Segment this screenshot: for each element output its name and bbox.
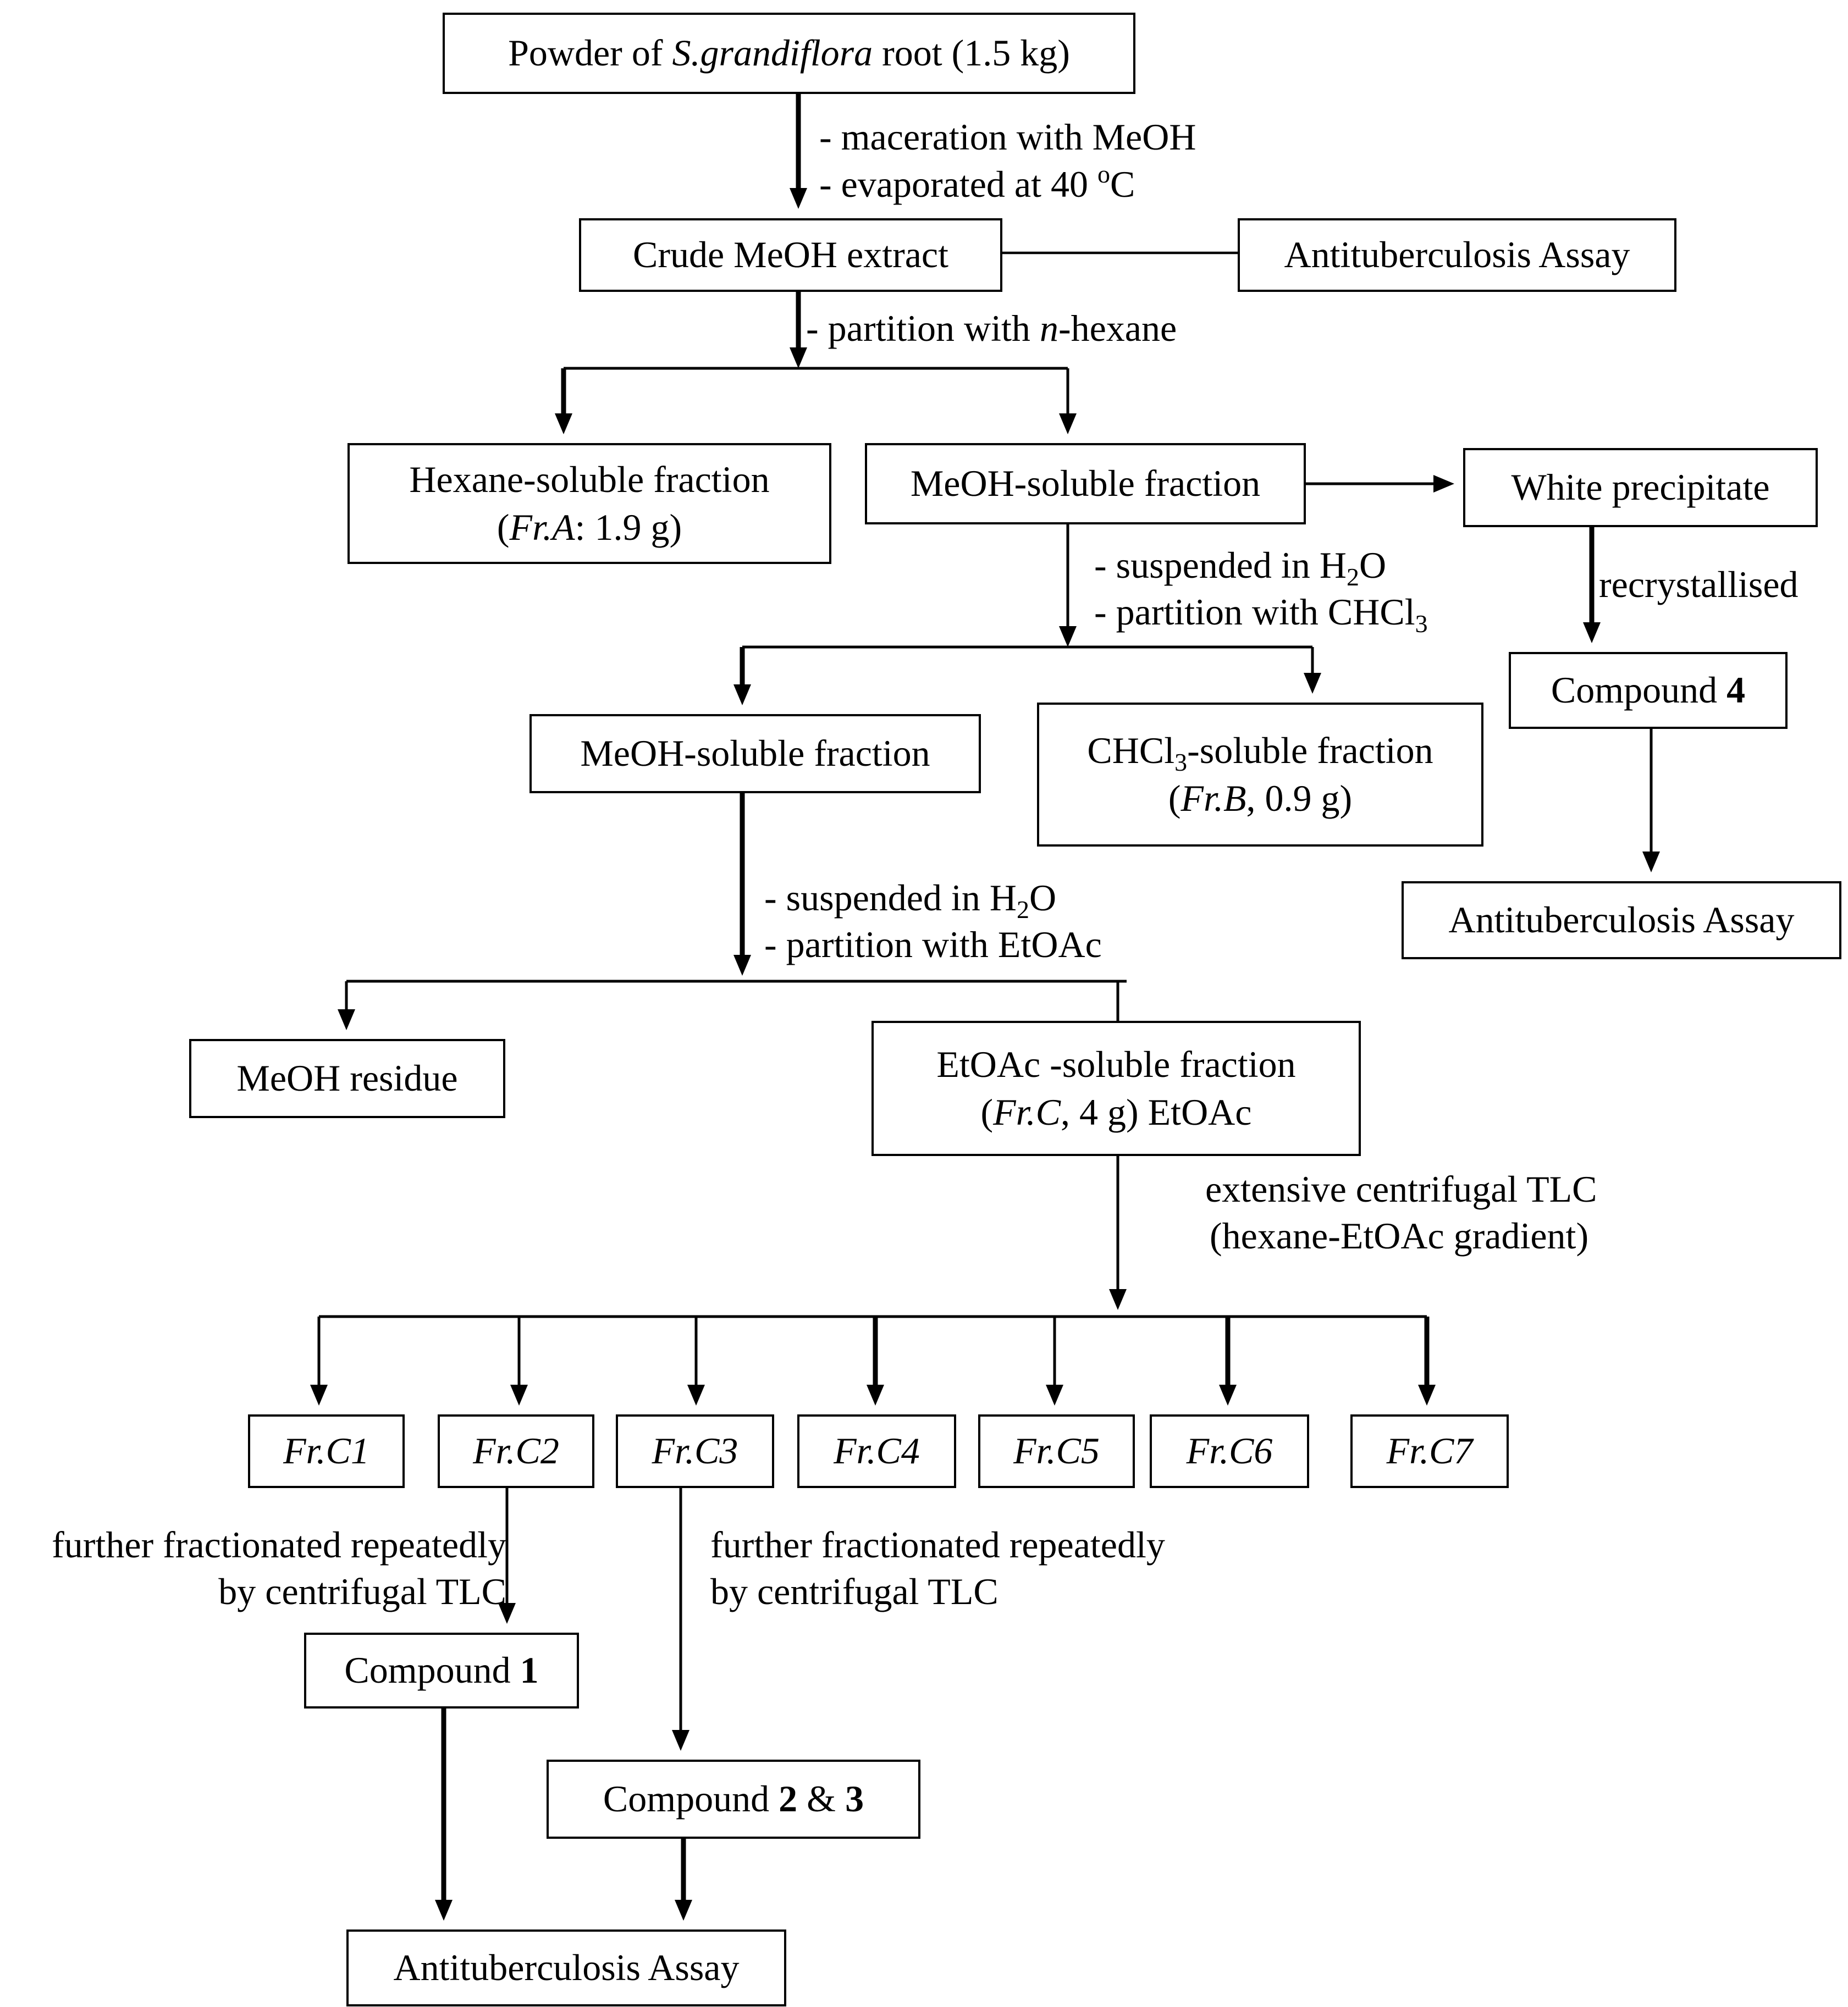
arrow-powder-to-extract-head [790, 188, 807, 209]
arrow-to-c6-head [1219, 1385, 1237, 1406]
step-partition-hexane: - partition with n-hexane [806, 307, 1177, 349]
subfraction-c1-box: Fr.C1 [248, 1414, 405, 1488]
white-precipitate-label: White precipitate [1511, 466, 1770, 508]
arrow-to-c5-head [1046, 1385, 1063, 1406]
meoh-fraction-2-label: MeOH-soluble fraction [580, 732, 930, 775]
etoac-fraction-line1: EtOAc -soluble fraction [936, 1043, 1296, 1085]
arrow-compound-4-to-assay-head [1642, 852, 1660, 872]
step-suspended-1: - suspended in H2O [1094, 544, 1387, 591]
subfraction-c4-box: Fr.C4 [797, 1414, 956, 1488]
compound-2-3-label: Compound 2 & 3 [603, 1778, 864, 1820]
meoh-residue-label: MeOH residue [236, 1057, 458, 1099]
arrow-to-c7-head [1418, 1385, 1436, 1406]
meoh-fraction-1-box: MeOH-soluble fraction [865, 443, 1306, 524]
step-suspended-2: - suspended in H2O [764, 877, 1057, 924]
crude-extract-label: Crude MeOH extract [632, 234, 948, 276]
step-further-right-2: by centrifugal TLC [710, 1571, 999, 1612]
arrow-c3-to-compound-2-3-head [672, 1730, 689, 1751]
hexane-fraction-box: Hexane-soluble fraction (Fr.A: 1.9 g) [347, 443, 831, 564]
step-partition-chcl3: - partition with CHCl3 [1094, 591, 1428, 638]
arrow-compound-1-to-assay-head [435, 1900, 453, 1921]
step-partition-etoac: - partition with EtOAc [764, 924, 1102, 965]
arrow-c2-to-compound-1-head [498, 1603, 516, 1624]
white-precipitate-box: White precipitate [1463, 448, 1818, 527]
powder-box: Powder of S.grandiflora root (1.5 kg) [443, 13, 1135, 94]
arrow-to-c3-head [687, 1385, 705, 1406]
arrow-to-hexane-fraction-head [555, 413, 572, 434]
step-further-right-1: further fractionated repeatedly [710, 1524, 1165, 1566]
step-maceration: - maceration with MeOH [819, 116, 1196, 158]
step-further-left-1: further fractionated repeatedly [52, 1524, 506, 1566]
step-further-left-2: by centrifugal TLC [218, 1571, 506, 1612]
arrow-to-white-precipitate-head [1433, 475, 1454, 493]
chcl3-fraction-box: CHCl3-soluble fraction (Fr.B, 0.9 g) [1037, 703, 1483, 847]
compound-2-3-box: Compound 2 & 3 [547, 1760, 920, 1839]
arrow-to-meoh-fraction-2-head [733, 684, 751, 705]
compound-4-box: Compound 4 [1509, 652, 1788, 729]
arrow-compound-2-3-to-assay-head [675, 1900, 692, 1921]
subfraction-c7-box: Fr.C7 [1350, 1414, 1509, 1488]
subfraction-c6-label: Fr.C6 [1186, 1430, 1273, 1472]
meoh-residue-box: MeOH residue [189, 1039, 505, 1118]
subfraction-c5-box: Fr.C5 [978, 1414, 1135, 1488]
subfraction-c3-box: Fr.C3 [616, 1414, 774, 1488]
subfraction-c7-label: Fr.C7 [1386, 1430, 1473, 1472]
chcl3-fraction-line1: CHCl3-soluble fraction [1087, 729, 1433, 776]
arrow-to-meoh-fraction-1-head [1059, 413, 1077, 434]
assay-top-label: Antituberculosis Assay [1284, 234, 1630, 276]
step-evaporated: - evaporated at 40 oC [819, 160, 1135, 205]
assay-bottom-box: Antituberculosis Assay [346, 1929, 786, 2006]
meoh-fraction-1-label: MeOH-soluble fraction [910, 462, 1261, 505]
chcl3-fraction-line2: (Fr.B, 0.9 g) [1168, 777, 1353, 819]
step-centrifugal-2: (hexane-EtOAc gradient) [1210, 1215, 1589, 1257]
subfraction-c1-label: Fr.C1 [283, 1430, 369, 1472]
subfraction-c5-label: Fr.C5 [1013, 1430, 1100, 1472]
arrow-to-compound-4-head [1583, 622, 1601, 643]
assay-top-box: Antituberculosis Assay [1238, 218, 1676, 292]
compound-1-label: Compound 1 [344, 1649, 539, 1691]
arrow-to-c4-head [867, 1385, 884, 1406]
subfraction-c2-label: Fr.C2 [473, 1430, 559, 1472]
subfraction-c6-box: Fr.C6 [1150, 1414, 1309, 1488]
arrow-meoh-partition-chcl3-head [1059, 626, 1077, 647]
compound-4-label: Compound 4 [1551, 669, 1746, 711]
assay-right-label: Antituberculosis Assay [1448, 899, 1795, 941]
compound-1-box: Compound 1 [304, 1633, 579, 1709]
meoh-fraction-2-box: MeOH-soluble fraction [529, 714, 981, 793]
arrow-to-c2-head [510, 1385, 528, 1406]
assay-bottom-label: Antituberculosis Assay [393, 1947, 740, 1989]
arrow-centrifugal-tlc-head [1109, 1289, 1127, 1310]
crude-extract-box: Crude MeOH extract [579, 218, 1002, 292]
powder-label: Powder of S.grandiflora root (1.5 kg) [508, 32, 1070, 74]
step-recrystallised: recrystallised [1599, 563, 1799, 605]
etoac-fraction-line2: (Fr.C, 4 g) EtOAc [980, 1091, 1252, 1133]
hexane-fraction-line1: Hexane-soluble fraction [409, 458, 770, 500]
etoac-fraction-box: EtOAc -soluble fraction (Fr.C, 4 g) EtOA… [871, 1021, 1361, 1156]
subfraction-c3-label: Fr.C3 [652, 1430, 738, 1472]
arrow-extract-partition-head [790, 347, 807, 368]
arrow-meoh-partition-etoac-head [733, 955, 751, 976]
hexane-fraction-line2: (Fr.A: 1.9 g) [497, 506, 682, 548]
step-centrifugal-1: extensive centrifugal TLC [1205, 1168, 1597, 1210]
assay-right-box: Antituberculosis Assay [1402, 881, 1841, 959]
subfraction-c2-box: Fr.C2 [438, 1414, 594, 1488]
subfraction-c4-label: Fr.C4 [834, 1430, 920, 1472]
arrow-to-chcl3-fraction-head [1304, 673, 1321, 694]
arrow-to-c1-head [310, 1385, 328, 1406]
arrow-to-meoh-residue-head [338, 1009, 355, 1030]
